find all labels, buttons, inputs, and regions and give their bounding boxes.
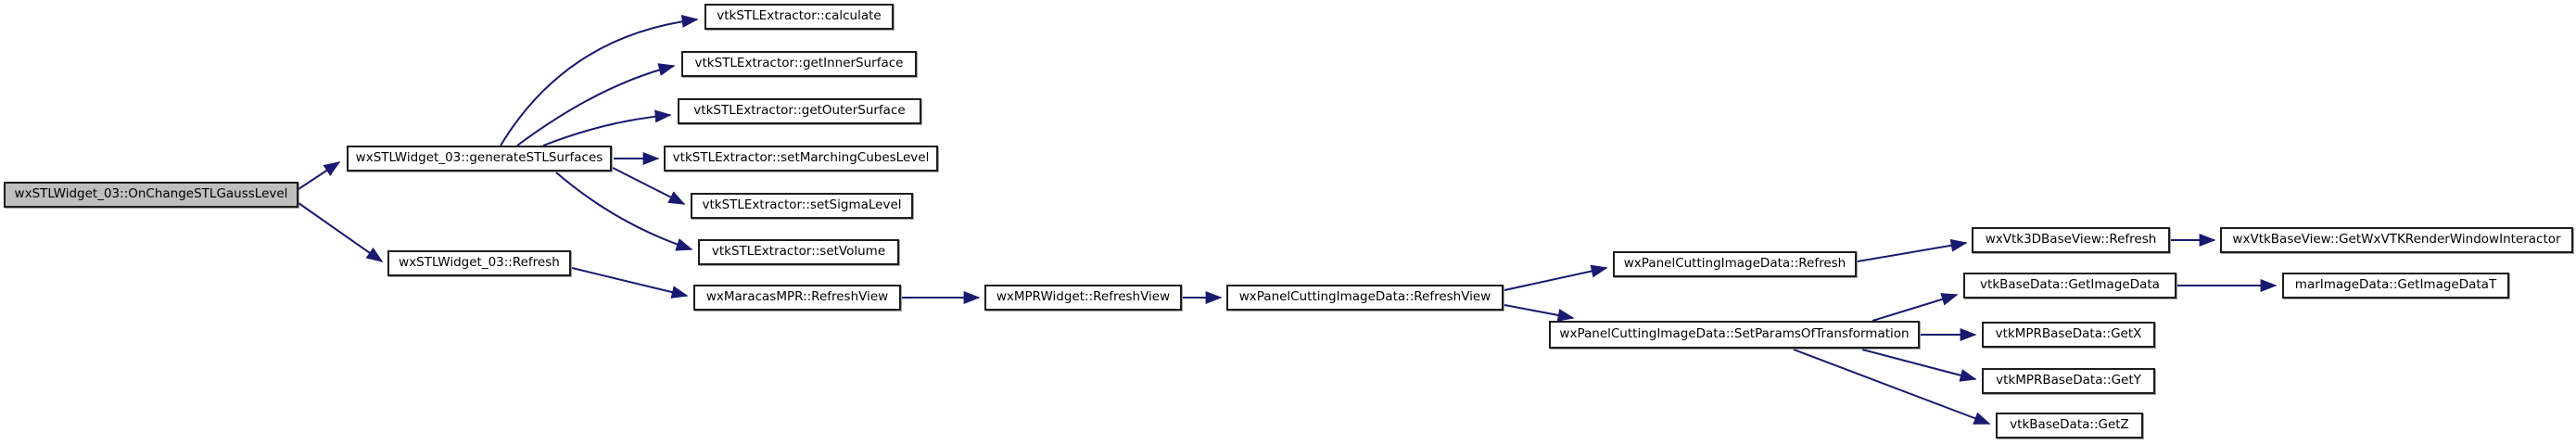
graph-node-label: wxMaracasMPR::RefreshView [705, 289, 889, 305]
call-edge-onchange-to-refresh03 [298, 202, 384, 262]
call-edge-refresh03-to-maracas [571, 267, 689, 299]
graph-node-calculate[interactable]: vtkSTLExtractor::calculate [704, 4, 894, 30]
graph-node-setmarching[interactable]: vtkSTLExtractor::setMarchingCubesLevel [664, 146, 938, 172]
graph-node-label: wxMPRWidget::RefreshView [996, 289, 1171, 305]
call-edge-generate-to-getinner [516, 63, 676, 146]
graph-node-getimagedata[interactable]: vtkBaseData::GetImageData [1963, 273, 2176, 299]
call-edge-setparams-to-getz [1793, 349, 1991, 425]
graph-node-setparams[interactable]: wxPanelCuttingImageData::SetParamsOfTran… [1549, 321, 1920, 349]
graph-node-label: vtkSTLExtractor::setSigmaLevel [702, 197, 902, 213]
graph-node-getwxvtk[interactable]: wxVtkBaseView::GetWxVTKRenderWindowInter… [2220, 227, 2573, 253]
call-edge-panelrefreshview-to-setparams [1504, 304, 1575, 322]
call-edge-setparams-to-gety [1861, 349, 1977, 382]
graph-node-label: wxPanelCuttingImageData::RefreshView [1238, 289, 1491, 305]
graph-node-setvolume[interactable]: vtkSTLExtractor::setVolume [698, 239, 899, 265]
graph-node-generate[interactable]: wxSTLWidget_03::generateSTLSurfaces [347, 146, 612, 172]
call-edge-generate-to-getouter [542, 109, 672, 146]
graph-node-label: wxVtk3DBaseView::Refresh [1985, 232, 2157, 248]
graph-node-label: vtkBaseData::GetZ [2010, 417, 2129, 433]
call-edge-generate-to-calculate [500, 15, 699, 146]
graph-node-label: marImageData::GetImageDataT [2294, 277, 2497, 293]
call-edge-generate-to-setvolume [555, 172, 693, 251]
graph-node-getx[interactable]: vtkMPRBaseData::GetX [1982, 322, 2155, 348]
graph-node-label: wxSTLWidget_03::Refresh [399, 255, 560, 271]
call-edge-generate-to-setsigma [612, 167, 686, 205]
graph-node-panelrefresh[interactable]: wxPanelCuttingImageData::Refresh [1613, 251, 1857, 277]
call-edge-panelrefresh-to-vtk3drefresh [1857, 238, 1968, 262]
graph-node-getinner[interactable]: vtkSTLExtractor::getInnerSurface [681, 51, 917, 77]
graph-node-onchange: wxSTLWidget_03::OnChangeSTLGaussLevel [4, 182, 298, 208]
graph-node-panelrefreshview[interactable]: wxPanelCuttingImageData::RefreshView [1226, 285, 1504, 311]
graph-node-gety[interactable]: vtkMPRBaseData::GetY [1982, 368, 2155, 394]
graph-node-label: wxSTLWidget_03::OnChangeSTLGaussLevel [14, 186, 288, 202]
graph-node-label: wxPanelCuttingImageData::SetParamsOfTran… [1559, 326, 1910, 342]
graph-node-mprwidget[interactable]: wxMPRWidget::RefreshView [984, 285, 1182, 311]
graph-node-setsigma[interactable]: vtkSTLExtractor::setSigmaLevel [691, 193, 913, 219]
graph-node-refresh03[interactable]: wxSTLWidget_03::Refresh [387, 250, 571, 276]
graph-node-label: vtkSTLExtractor::setMarchingCubesLevel [672, 150, 930, 166]
call-edge-onchange-to-generate [298, 161, 341, 190]
call-edge-setparams-to-getimagedata [1872, 293, 1959, 322]
graph-node-label: wxVtkBaseView::GetWxVTKRenderWindowInter… [2232, 232, 2561, 248]
graph-node-label: wxSTLWidget_03::generateSTLSurfaces [355, 150, 603, 166]
graph-node-vtk3drefresh[interactable]: wxVtk3DBaseView::Refresh [1972, 227, 2170, 253]
graph-node-label: vtkSTLExtractor::setVolume [711, 244, 886, 260]
graph-node-label: vtkSTLExtractor::getOuterSurface [693, 103, 906, 119]
graph-node-maracas[interactable]: wxMaracasMPR::RefreshView [693, 285, 901, 311]
graph-node-getz[interactable]: vtkBaseData::GetZ [1996, 413, 2143, 439]
graph-node-label: vtkSTLExtractor::getInnerSurface [694, 56, 904, 71]
call-edge-panelrefreshview-to-panelrefresh [1504, 264, 1608, 291]
graph-node-label: vtkBaseData::GetImageData [1980, 277, 2160, 293]
graph-node-label: vtkSTLExtractor::calculate [717, 8, 882, 24]
graph-node-getouter[interactable]: vtkSTLExtractor::getOuterSurface [678, 98, 921, 124]
graph-node-label: wxPanelCuttingImageData::Refresh [1623, 256, 1846, 272]
graph-node-getimagedatat[interactable]: marImageData::GetImageDataT [2282, 273, 2509, 299]
graph-node-label: vtkMPRBaseData::GetY [1996, 373, 2141, 388]
graph-node-label: vtkMPRBaseData::GetX [1995, 326, 2142, 342]
